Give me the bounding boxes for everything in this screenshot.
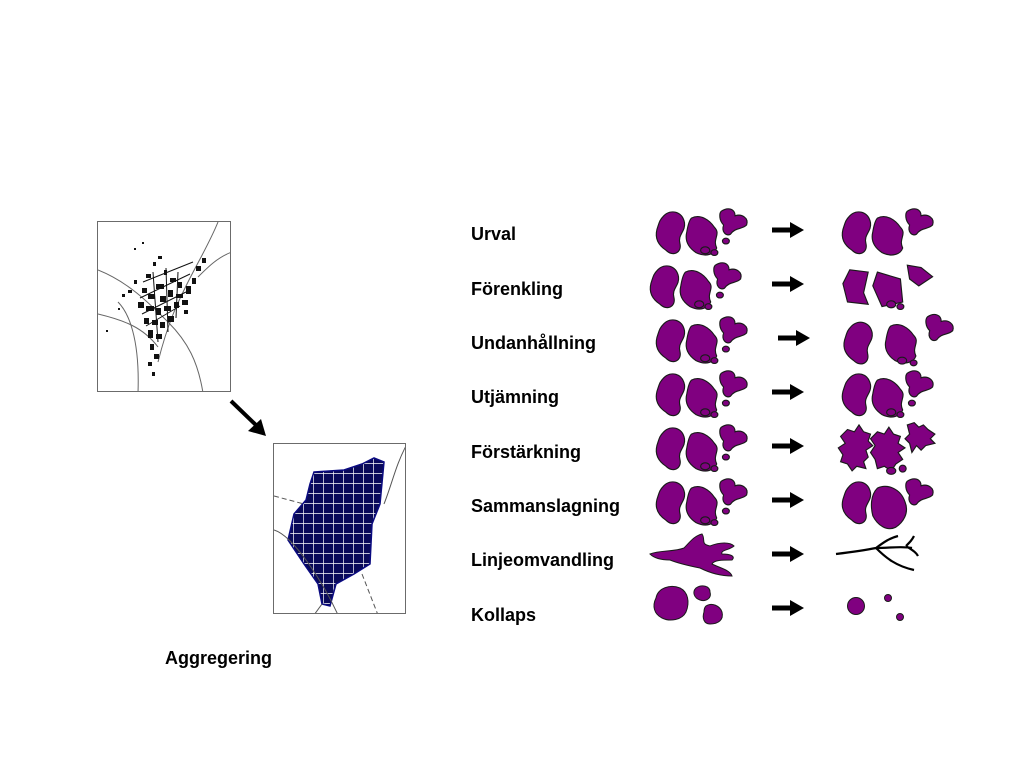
aggregation-arrow-icon [229,399,266,436]
simplification-before-shape [649,262,742,311]
merging-after-shape [841,478,934,530]
smoothing-after-shape [841,370,934,419]
exaggeration-before-shape [655,424,748,473]
collapse-before-shape [653,585,723,625]
operation-label-merging: Sammanslagning [471,496,621,516]
merging-before-shape [655,478,748,527]
operation-label-simplification: Förenkling [471,279,564,299]
selection-after-shape [841,208,934,256]
operations-illustration [649,208,954,625]
aggregated-map-thumbnail [273,443,406,614]
aggregation-caption: Aggregering [165,648,273,668]
selection-before-shape [655,208,748,257]
exaggeration-after-shape [837,421,937,475]
displacement-before-shape [655,316,748,365]
selection-arrow-icon [772,222,804,238]
line-conversion-before-shape [649,533,735,577]
displacement-after-shape [843,313,954,367]
operation-label-collapse: Kollaps [471,605,537,625]
simplification-after-shape [842,264,934,311]
simplification-arrow-icon [772,276,804,292]
exaggeration-arrow-icon [772,438,804,454]
line-conversion-arrow-icon [772,546,804,562]
line-conversion-after-shape [835,534,919,572]
operation-label-displacement: Undanhållning [471,333,596,353]
collapse-after-shape [847,594,904,621]
smoothing-arrow-icon [772,384,804,400]
collapse-arrow-icon [772,600,804,616]
operation-label-line-conversion: Linjeomvandling [471,550,615,570]
operation-label-selection: Urval [471,224,517,244]
merging-arrow-icon [772,492,804,508]
operation-label-exaggeration: Förstärkning [471,442,582,462]
displacement-arrow-icon [778,330,810,346]
source-map-thumbnail [97,221,231,392]
smoothing-before-shape [655,370,748,419]
operation-label-smoothing: Utjämning [471,387,559,407]
